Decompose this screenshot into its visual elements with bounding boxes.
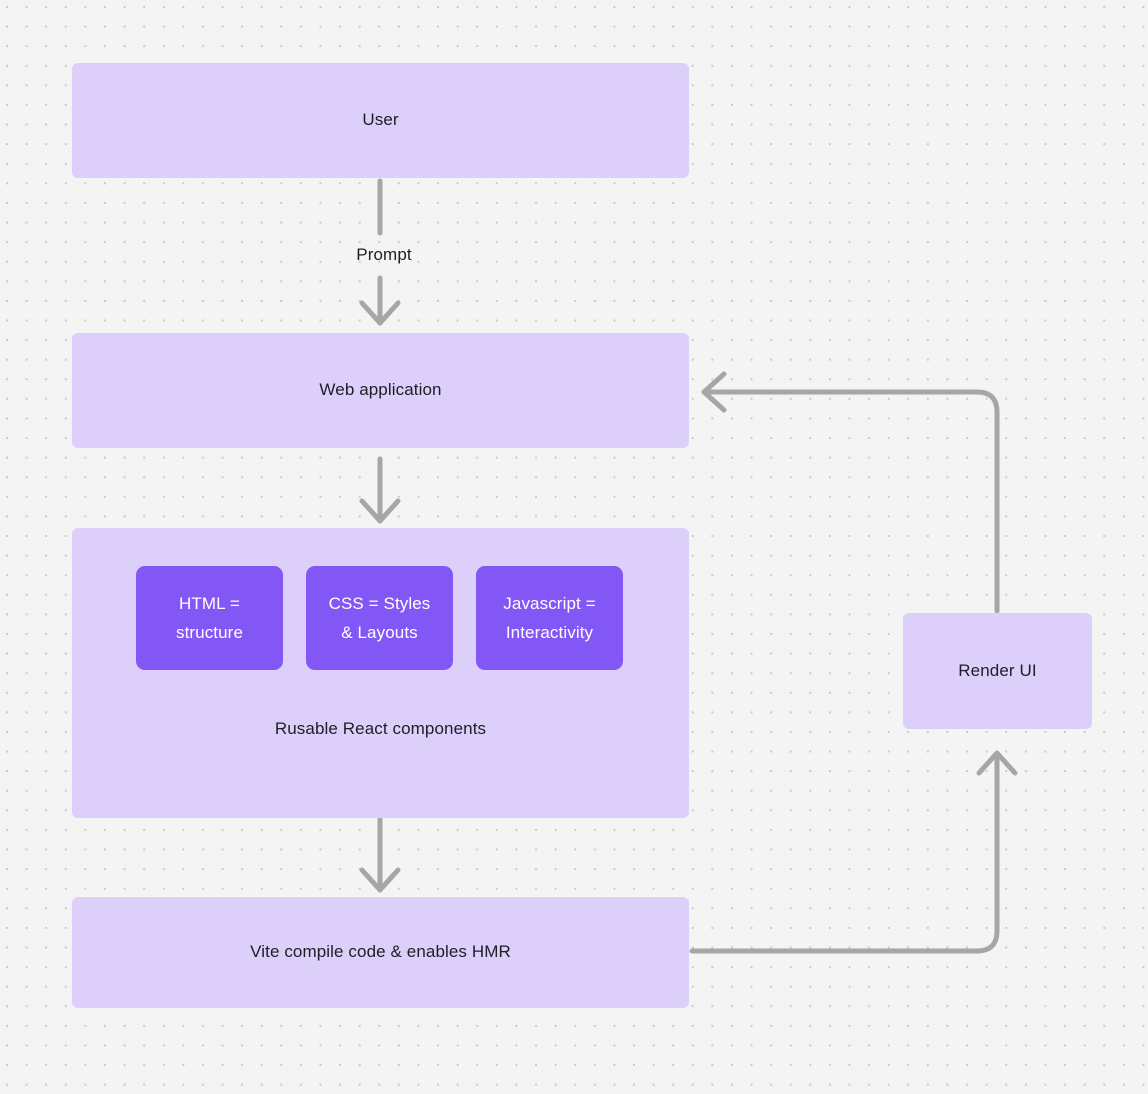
- chip-javascript[interactable]: Javascript = Interactivity: [476, 566, 623, 670]
- chip-css[interactable]: CSS = Styles & Layouts: [306, 566, 453, 670]
- edge-label-prompt: Prompt: [330, 245, 438, 265]
- arrowhead-vite-to-render: [976, 750, 1018, 776]
- chip-html-label: HTML = structure: [175, 593, 244, 642]
- edge-render-to-web: [703, 389, 1000, 614]
- edge-label-prompt-text: Prompt: [356, 245, 412, 264]
- node-render-ui-label: Render UI: [958, 660, 1037, 680]
- arrowhead-prompt-to-web: [359, 300, 401, 326]
- node-user[interactable]: User: [72, 63, 689, 178]
- node-vite[interactable]: Vite compile code & enables HMR: [72, 897, 689, 1008]
- node-vite-label: Vite compile code & enables HMR: [250, 942, 511, 962]
- node-user-label: User: [362, 110, 399, 130]
- chip-css-label: CSS = Styles & Layouts: [328, 593, 431, 642]
- arrowhead-web-to-components: [359, 498, 401, 524]
- chip-javascript-label: Javascript = Interactivity: [503, 593, 596, 642]
- node-web-application-label: Web application: [319, 380, 442, 400]
- node-components-group-caption-text: Rusable React components: [274, 719, 487, 738]
- node-components-group-caption: Rusable React components: [72, 719, 689, 739]
- arrowhead-components-to-vite: [359, 867, 401, 893]
- arrowhead-render-to-web: [701, 371, 727, 413]
- node-web-application[interactable]: Web application: [72, 333, 689, 448]
- edge-vite-to-render: [689, 752, 1000, 954]
- node-render-ui[interactable]: Render UI: [903, 613, 1092, 729]
- chip-html[interactable]: HTML = structure: [136, 566, 283, 670]
